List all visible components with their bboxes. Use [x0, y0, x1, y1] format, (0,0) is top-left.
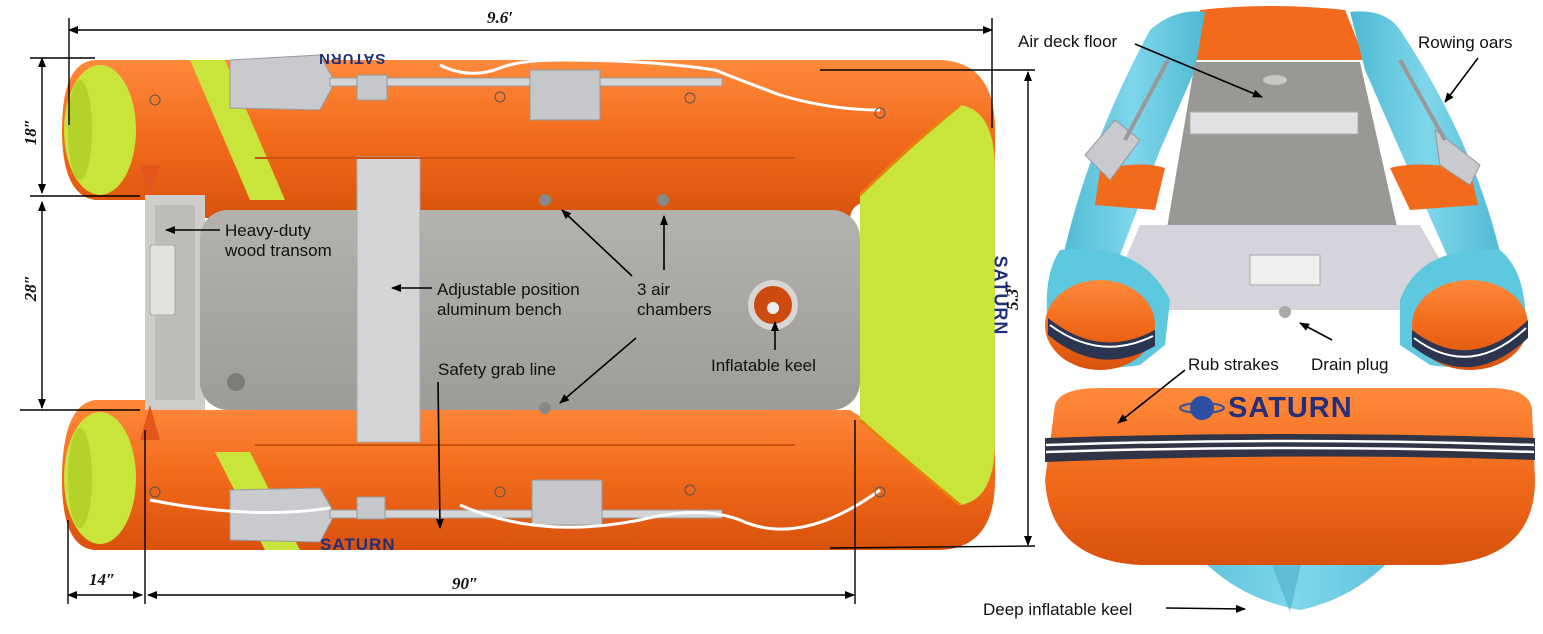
dim-length: 9.6′ [487, 8, 514, 27]
label-air-chambers-line2: chambers [637, 300, 712, 319]
brand-logo-bottom: SATURN [320, 535, 396, 554]
dim-width: 5.3′ [1003, 283, 1023, 311]
label-bench: Adjustable position aluminum bench [437, 280, 580, 320]
brand-logo-top: SATURN [318, 50, 386, 67]
brand-logo-side: SATURN [1228, 392, 1353, 424]
label-transom-line2: wood transom [225, 241, 332, 260]
oar-top [229, 54, 723, 121]
label-transom-line1: Heavy-duty [225, 221, 311, 240]
label-oars: Rowing oars [1418, 33, 1513, 52]
label-deep-keel: Deep inflatable keel [983, 600, 1133, 619]
label-bench-line1: Adjustable position [437, 280, 580, 299]
oar-bottom [229, 479, 723, 543]
top-view-boat [62, 54, 995, 550]
dim-stern-overhang: 14″ [89, 570, 116, 589]
label-drain-plug: Drain plug [1311, 355, 1389, 374]
label-grab-line: Safety grab line [438, 360, 557, 379]
label-transom: Heavy-duty wood transom [225, 221, 332, 261]
label-rub-strakes: Rub strakes [1188, 355, 1279, 374]
dimension-lines [20, 18, 1036, 604]
label-bench-line2: aluminum bench [437, 300, 562, 319]
rear-callout-arrows [1134, 43, 1479, 341]
label-keel: Inflatable keel [711, 356, 816, 375]
dim-transom-width: 28″ [21, 274, 41, 302]
label-air-deck: Air deck floor [1018, 32, 1118, 51]
callout-arrows [165, 209, 779, 529]
label-air-chambers-line1: 3 air [637, 280, 671, 299]
dim-interior-length: 90″ [452, 574, 479, 593]
label-air-chambers: 3 air chambers [637, 280, 712, 320]
side-view-boat [1045, 388, 1535, 612]
rear-view-boat [1045, 6, 1528, 370]
side-callout-arrows [1117, 369, 1246, 613]
dim-tube-diameter: 18″ [21, 118, 41, 146]
